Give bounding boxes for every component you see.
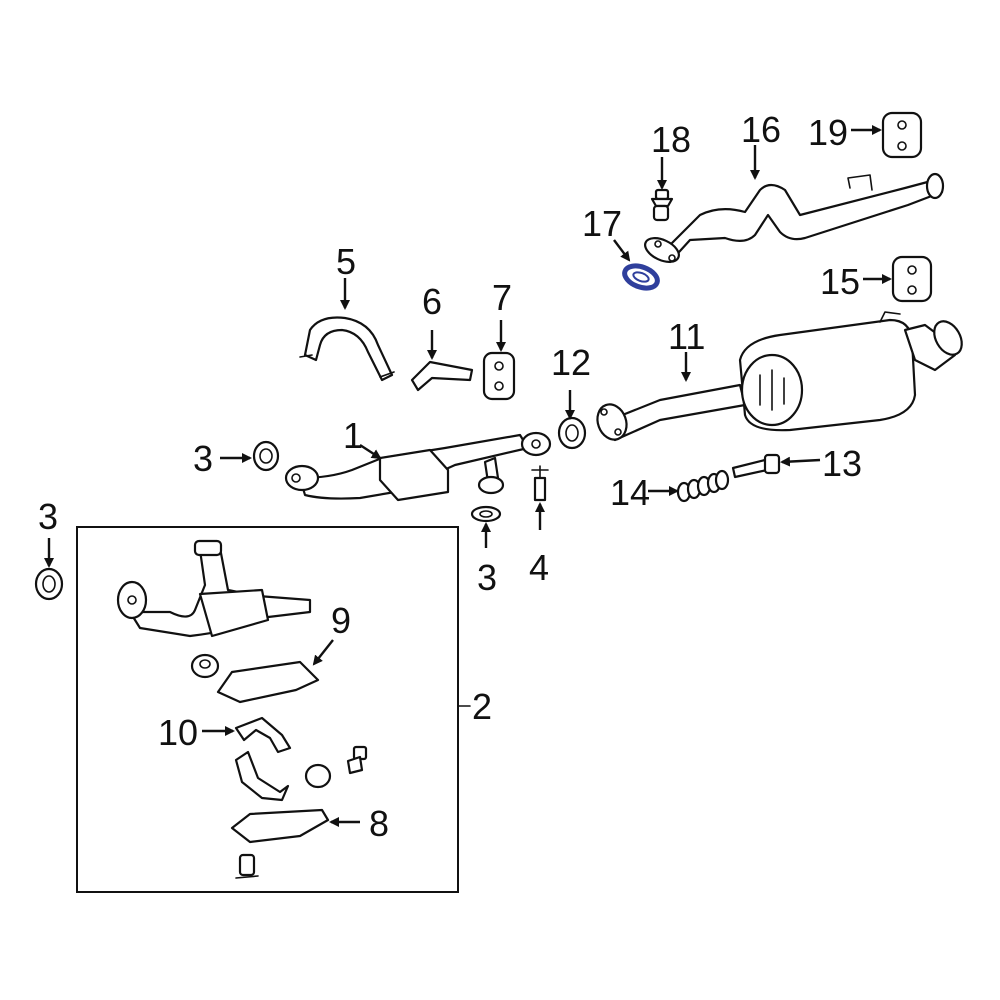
callout-3-left: 3 [38,496,58,537]
callout-4: 4 [529,547,549,588]
callout-13: 13 [822,443,862,484]
stud-bolt-4[interactable] [531,465,549,502]
callout-8: 8 [369,803,389,844]
gasket-12[interactable] [557,416,587,450]
bracket-5[interactable] [299,316,395,382]
bracket-6[interactable] [410,360,474,392]
callout-3-upper: 3 [193,438,213,479]
bolt-13[interactable] [731,453,781,479]
callout-2: 2 [472,686,492,727]
callout-1: 1 [343,415,363,456]
muffler-11[interactable] [593,311,968,444]
gasket-17[interactable] [622,262,661,292]
callout-15: 15 [820,261,860,302]
callout-5: 5 [336,241,356,282]
converter-pipe-1[interactable] [284,431,552,502]
leader-arrows [44,125,892,827]
band-2[interactable] [304,763,332,789]
clamp-10[interactable] [234,716,292,802]
bolt-2[interactable] [346,745,368,775]
callout-11: 11 [668,316,705,357]
converter-assembly-2[interactable] [116,539,312,638]
gasket-3-left[interactable] [34,567,64,601]
callout-17: 17 [582,203,622,244]
converter-assembly-box-2 [76,526,459,893]
callout-19: 19 [808,112,848,153]
callout-16: 16 [741,109,781,150]
bolt-18[interactable] [650,188,674,222]
hanger-15[interactable] [891,255,933,303]
gasket-3-lower[interactable] [470,505,502,523]
heat-shield-9[interactable] [216,660,320,704]
callout-3-lower: 3 [477,557,497,598]
heat-shield-8[interactable] [230,808,330,844]
tail-pipe-16[interactable] [641,172,945,267]
stud-2[interactable] [235,853,259,879]
hanger-7[interactable] [482,351,516,401]
spring-14[interactable] [676,469,730,503]
callout-7: 7 [492,277,512,318]
callout-10: 10 [158,712,198,753]
callout-9: 9 [331,600,351,641]
callout-12: 12 [551,342,591,383]
callout-6: 6 [422,281,442,322]
callout-labels: 16 18 19 17 15 11 13 14 12 5 6 7 1 3 3 4… [38,109,862,844]
nut-2[interactable] [190,653,220,679]
hanger-19[interactable] [881,111,923,159]
callout-18: 18 [651,119,691,160]
callout-14: 14 [610,472,650,513]
gasket-3-upper[interactable] [252,440,280,472]
